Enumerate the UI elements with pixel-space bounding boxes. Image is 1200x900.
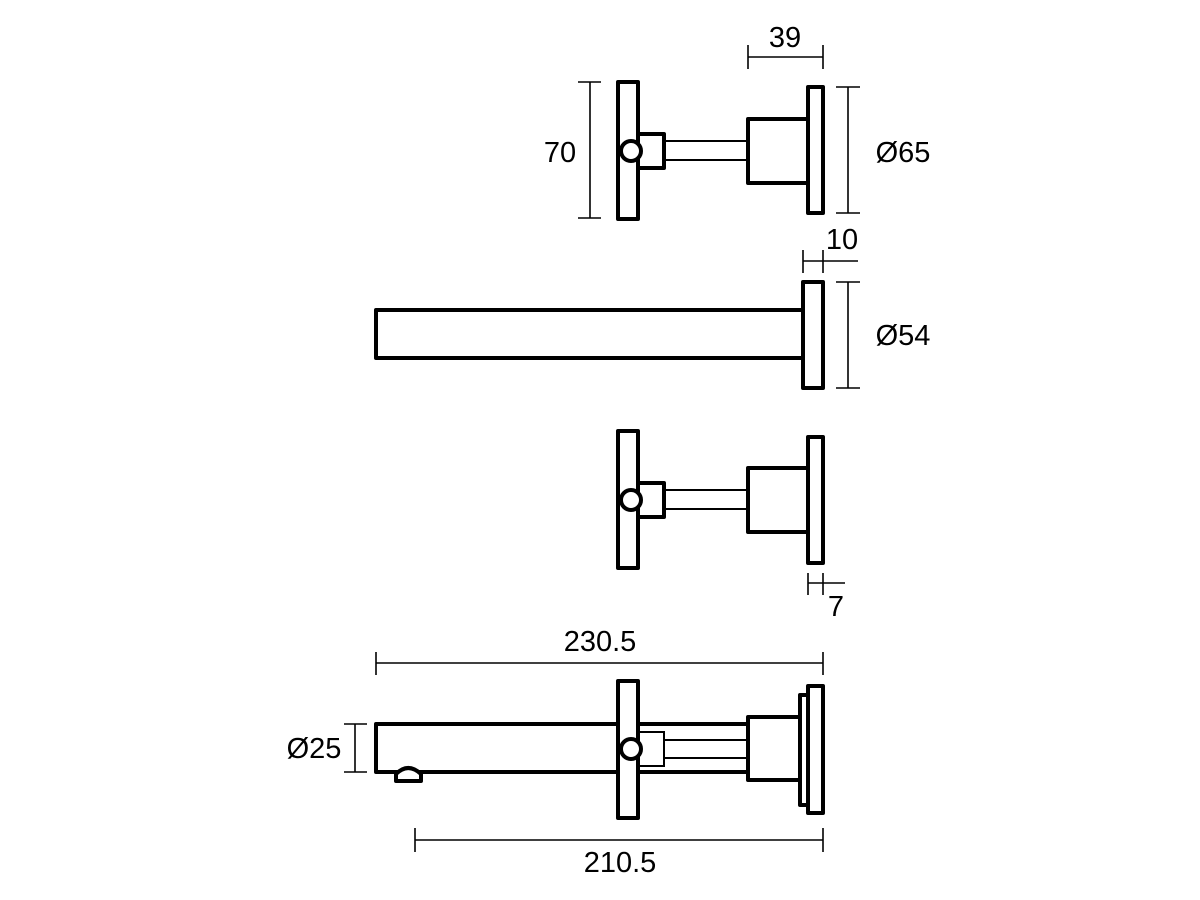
valve-top-view [616,80,825,221]
dim-label-230-5: 230.5 [564,626,637,658]
dim-valve-flange-diameter: Ø65 [836,86,931,214]
dim-spout-diameter: Ø25 [287,723,367,773]
dim-body-depth: 39 [747,22,824,69]
dim-label-54: Ø54 [876,320,931,352]
dim-label-10: 10 [826,224,858,256]
dim-spout-flange-thickness: 10 [802,224,858,273]
assembly-view [374,679,825,820]
dim-label-65: Ø65 [876,137,931,169]
dim-handle-height: 70 [544,81,601,219]
dim-overall-length: 230.5 [375,626,824,675]
dim-label-210-5: 210.5 [584,847,657,879]
dim-label-39: 39 [769,22,801,54]
dim-label-25: Ø25 [287,733,342,765]
dim-label-70: 70 [544,137,576,169]
valve-second-view [616,429,825,570]
dim-spout-flange-diameter: Ø54 [836,281,931,389]
dim-outlet-length: 210.5 [414,828,824,879]
spout-view [374,280,825,390]
dim-valve-flange-thickness: 7 [807,573,845,623]
dim-label-7: 7 [828,591,844,623]
